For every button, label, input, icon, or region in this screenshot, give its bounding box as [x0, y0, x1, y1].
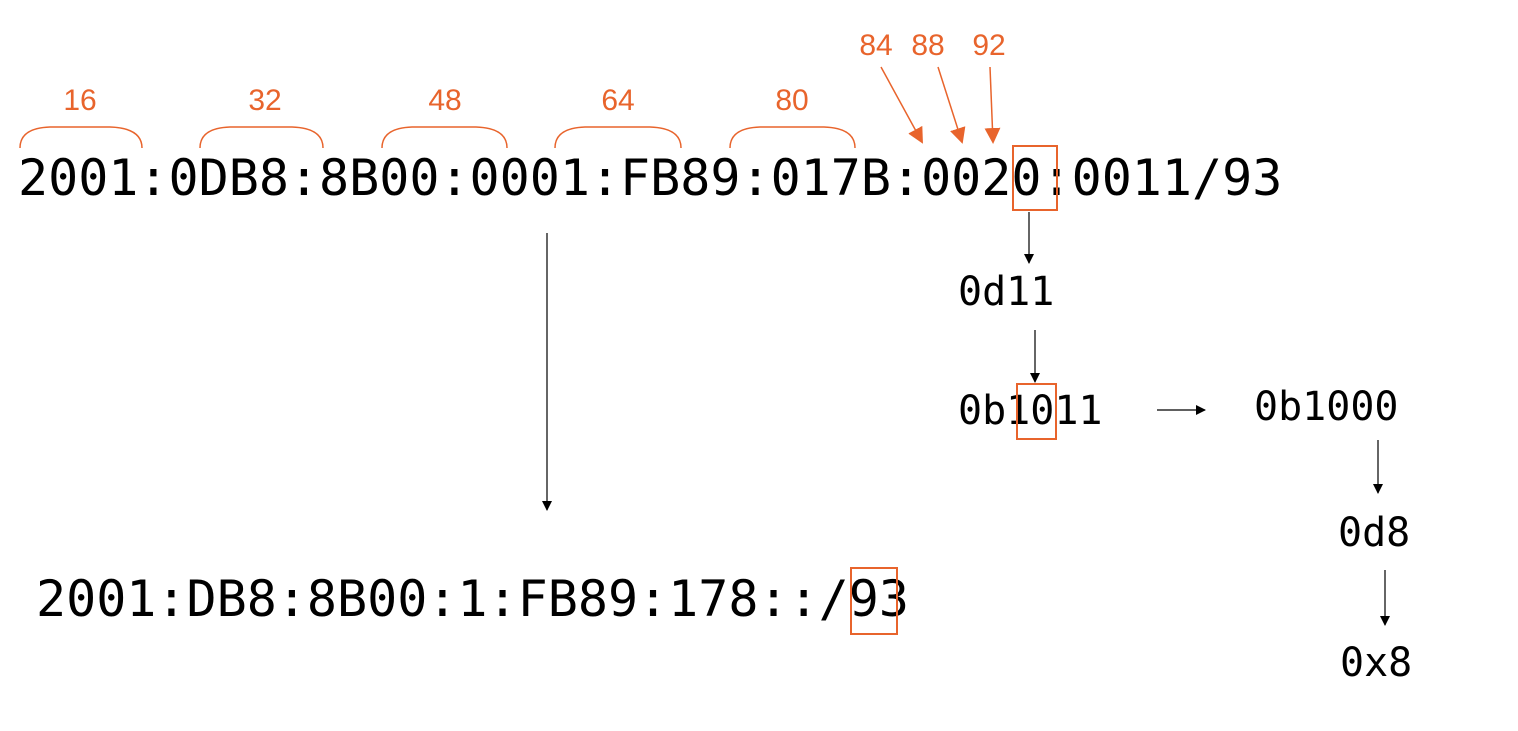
flow-arrows	[542, 212, 1390, 626]
highlight-box-nibble-b	[1012, 145, 1058, 211]
arrow-92	[984, 66, 1001, 144]
bit-label-16: 16	[63, 84, 97, 117]
binary-value: 0b1011	[958, 388, 1103, 434]
group-braces	[19, 126, 856, 149]
bit-label-92: 92	[972, 29, 1006, 62]
bit-label-48: 48	[428, 84, 462, 117]
highlight-box-result-8	[850, 567, 898, 635]
brace-32	[199, 126, 324, 149]
arrow-88	[937, 66, 966, 144]
masked-binary-value: 0b1000	[1254, 384, 1399, 430]
brace-80	[729, 126, 856, 149]
compressed-ipv6-network: 2001:DB8:8B00:1:FB89:178::/93	[36, 570, 909, 628]
decimal-value: 0d11	[958, 269, 1055, 315]
full-ipv6-address: 2001:0DB8:8B00:0001:FB89:017B:0020:0011/…	[18, 149, 1283, 207]
bit-label-84: 84	[859, 29, 893, 62]
masked-hex-value: 0x8	[1340, 640, 1413, 686]
brace-64	[554, 126, 682, 149]
highlight-box-bit	[1016, 383, 1057, 440]
masked-decimal-value: 0d8	[1338, 510, 1411, 556]
nibble-arrows	[880, 66, 1001, 144]
bit-label-32: 32	[248, 84, 282, 117]
bit-label-80: 80	[775, 84, 809, 117]
bit-label-64: 64	[601, 84, 635, 117]
arrow-84	[880, 66, 923, 144]
bit-label-88: 88	[911, 29, 945, 62]
brace-48	[381, 126, 508, 149]
brace-16	[19, 126, 143, 149]
